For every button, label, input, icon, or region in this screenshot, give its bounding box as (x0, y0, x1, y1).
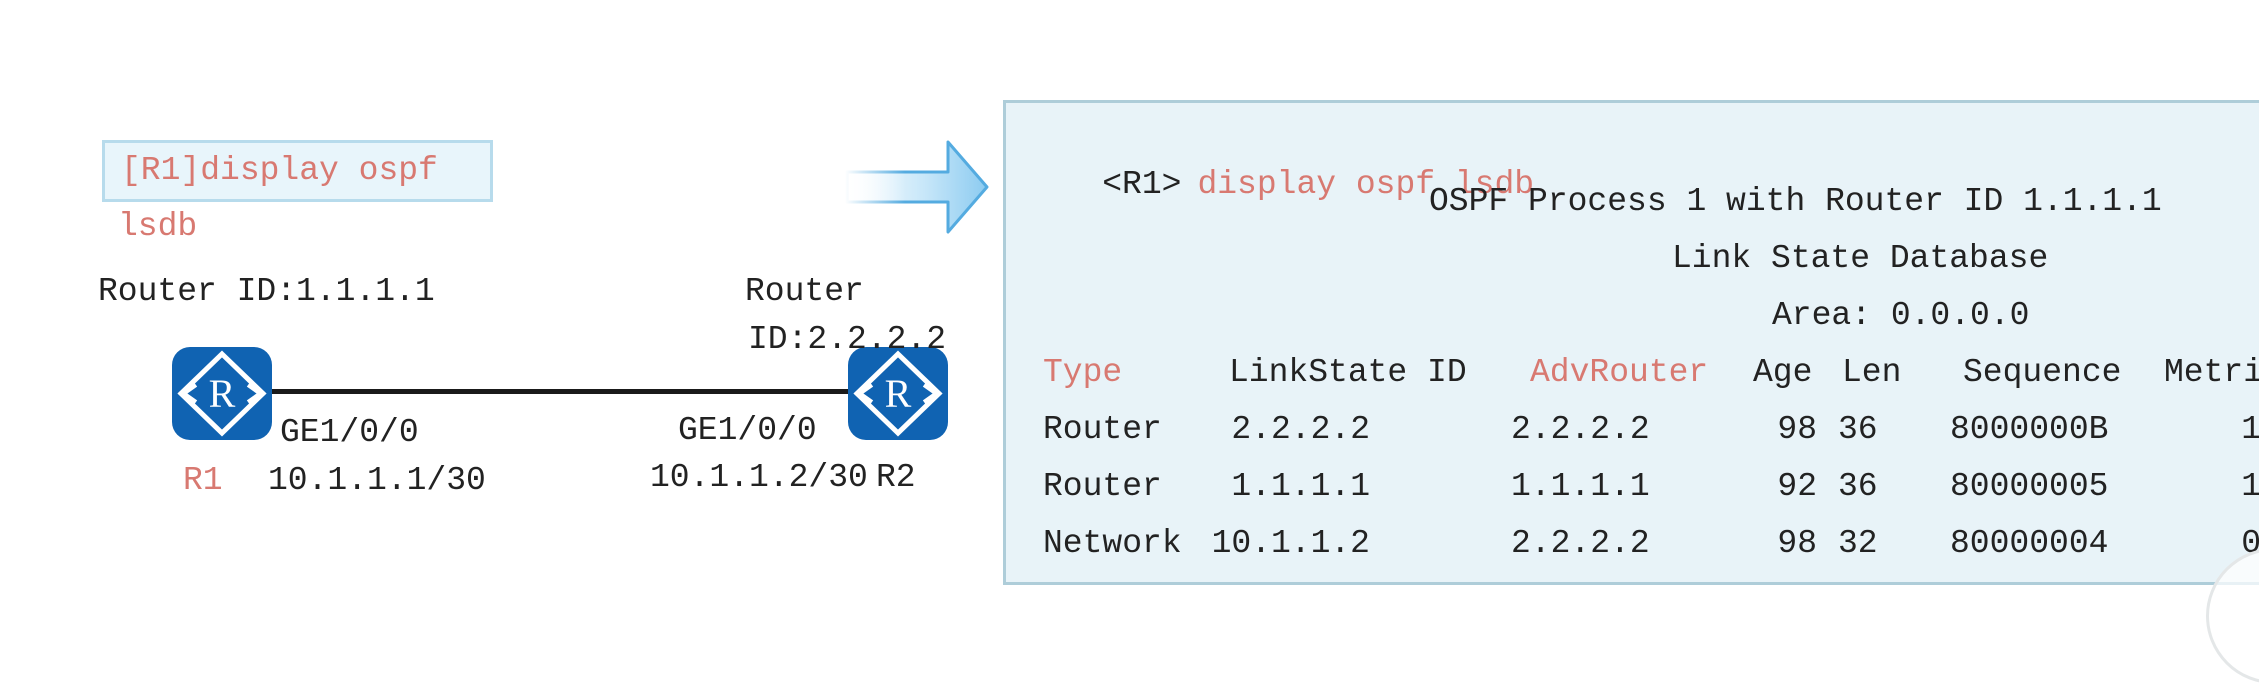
cell-len: 32 (1838, 525, 1878, 562)
cell-linkstate-id: 2.2.2.2 (1231, 411, 1370, 448)
router1-icon: R (172, 347, 272, 445)
cell-metric: 1 (2241, 468, 2259, 505)
router-icon-graphic: R (848, 347, 948, 440)
cell-metric: 1 (2241, 411, 2259, 448)
cell-linkstate-id: 10.1.1.2 (1211, 525, 1370, 562)
router2-interface-label: GE1/0/0 (678, 412, 817, 449)
cell-sequence: 80000005 (1950, 468, 2109, 505)
flow-arrow-icon (845, 138, 991, 236)
flow-arrow-graphic (845, 140, 989, 234)
col-header-type: Type (1043, 354, 1123, 391)
table-row: Router 1.1.1.1 1.1.1.1 92 36 80000005 1 (1006, 467, 2259, 524)
router1-ip-label: 10.1.1.1/30 (268, 462, 486, 499)
cell-len: 36 (1838, 468, 1878, 505)
col-header-age: Age (1753, 354, 1813, 391)
cell-sequence: 80000004 (1950, 525, 2109, 562)
router-icon-graphic: R (172, 347, 272, 440)
col-header-len: Len (1842, 354, 1902, 391)
svg-text:R: R (209, 371, 236, 416)
table-row: Router 2.2.2.2 2.2.2.2 98 36 8000000B 1 (1006, 410, 2259, 467)
cell-age: 92 (1777, 468, 1817, 505)
col-header-sequence: Sequence (1963, 354, 2122, 391)
topology-diagram: [R1]display ospf lsdb Router ID:1.1.1.1 … (0, 0, 1003, 649)
router2-id-label-line1: Router (745, 273, 864, 310)
terminal-prompt: <R1> (1102, 166, 1182, 203)
cell-type: Network (1043, 525, 1182, 562)
cell-advrouter: 1.1.1.1 (1511, 468, 1650, 505)
router2-ip-label: 10.1.1.2/30 (650, 459, 868, 496)
area-line: Area: 0.0.0.0 (1772, 297, 2030, 334)
router2-id-label-line2: ID:2.2.2.2 (748, 321, 947, 358)
command-annotation-text: [R1]display ospf (121, 152, 438, 189)
router2-name-label: R2 (876, 459, 916, 496)
router1-id-label: Router ID:1.1.1.1 (98, 273, 435, 310)
router1-name-label: R1 (183, 462, 223, 499)
ospf-process-line: OSPF Process 1 with Router ID 1.1.1.1 (1429, 183, 2162, 220)
table-row: Network 10.1.1.2 2.2.2.2 98 32 80000004 … (1006, 524, 2259, 581)
cell-age: 98 (1777, 525, 1817, 562)
terminal-command: display ospf lsdb (1197, 166, 1535, 203)
svg-text:R: R (885, 371, 912, 416)
terminal-command-line: <R1> display ospf lsdb (1023, 125, 1534, 245)
cell-advrouter: 2.2.2.2 (1511, 525, 1650, 562)
router2-icon: R (848, 347, 948, 445)
cell-sequence: 8000000B (1950, 411, 2109, 448)
link-line (272, 389, 848, 394)
col-header-metric: Metric (2164, 354, 2259, 391)
cell-type: Router (1043, 468, 1162, 505)
cell-age: 98 (1777, 411, 1817, 448)
lsdb-header-row: Type LinkState ID AdvRouter Age Len Sequ… (1006, 353, 2259, 410)
terminal-panel: <R1> display ospf lsdb OSPF Process 1 wit… (1003, 100, 2259, 585)
cell-len: 36 (1838, 411, 1878, 448)
cell-type: Router (1043, 411, 1162, 448)
router1-interface-label: GE1/0/0 (280, 414, 419, 451)
cell-linkstate-id: 1.1.1.1 (1231, 468, 1370, 505)
command-annotation-overflow: lsdb (118, 208, 198, 245)
col-header-linkstate-id: LinkState ID (1229, 354, 1467, 391)
link-state-db-line: Link State Database (1672, 240, 2049, 277)
command-annotation-box: [R1]display ospf (102, 140, 493, 202)
col-header-advrouter: AdvRouter (1530, 354, 1709, 391)
cell-advrouter: 2.2.2.2 (1511, 411, 1650, 448)
